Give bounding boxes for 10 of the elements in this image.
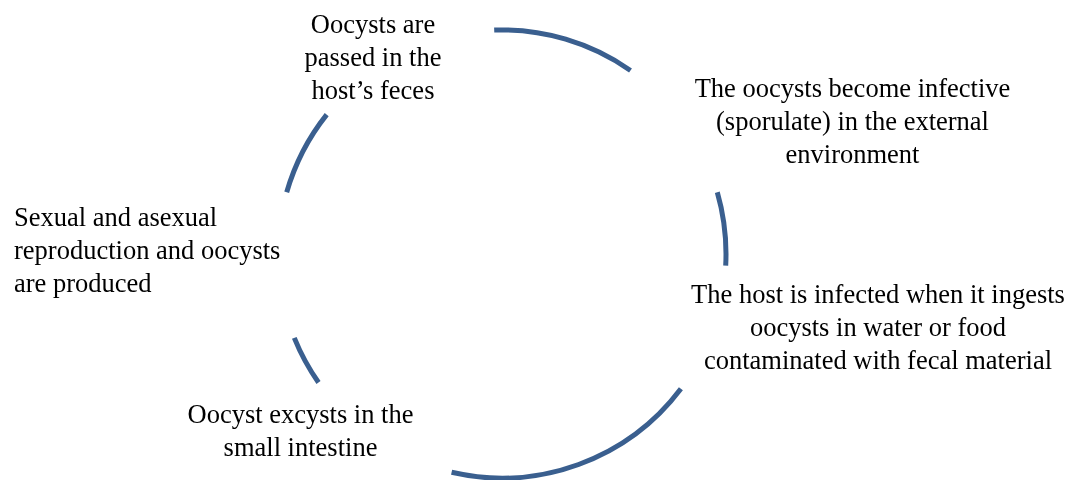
step-text: The host is infected when it ingests oocysts in water or food contaminated with fecal material — [690, 278, 1066, 377]
cycle-arc — [494, 27, 632, 73]
cycle-arc — [292, 336, 321, 384]
cycle-arc — [284, 113, 329, 194]
step-text: The oocysts become infective (sporulate) in the external environment — [693, 72, 1012, 171]
step-text: Oocysts are passed in the host’s feces — [303, 8, 443, 107]
cycle-arc — [714, 191, 729, 266]
cycle-arc — [451, 387, 683, 480]
step-text: Oocyst excysts in the small intestine — [186, 398, 415, 464]
step-text: Sexual and asexual reproduction and oocysts are produced — [14, 201, 282, 300]
